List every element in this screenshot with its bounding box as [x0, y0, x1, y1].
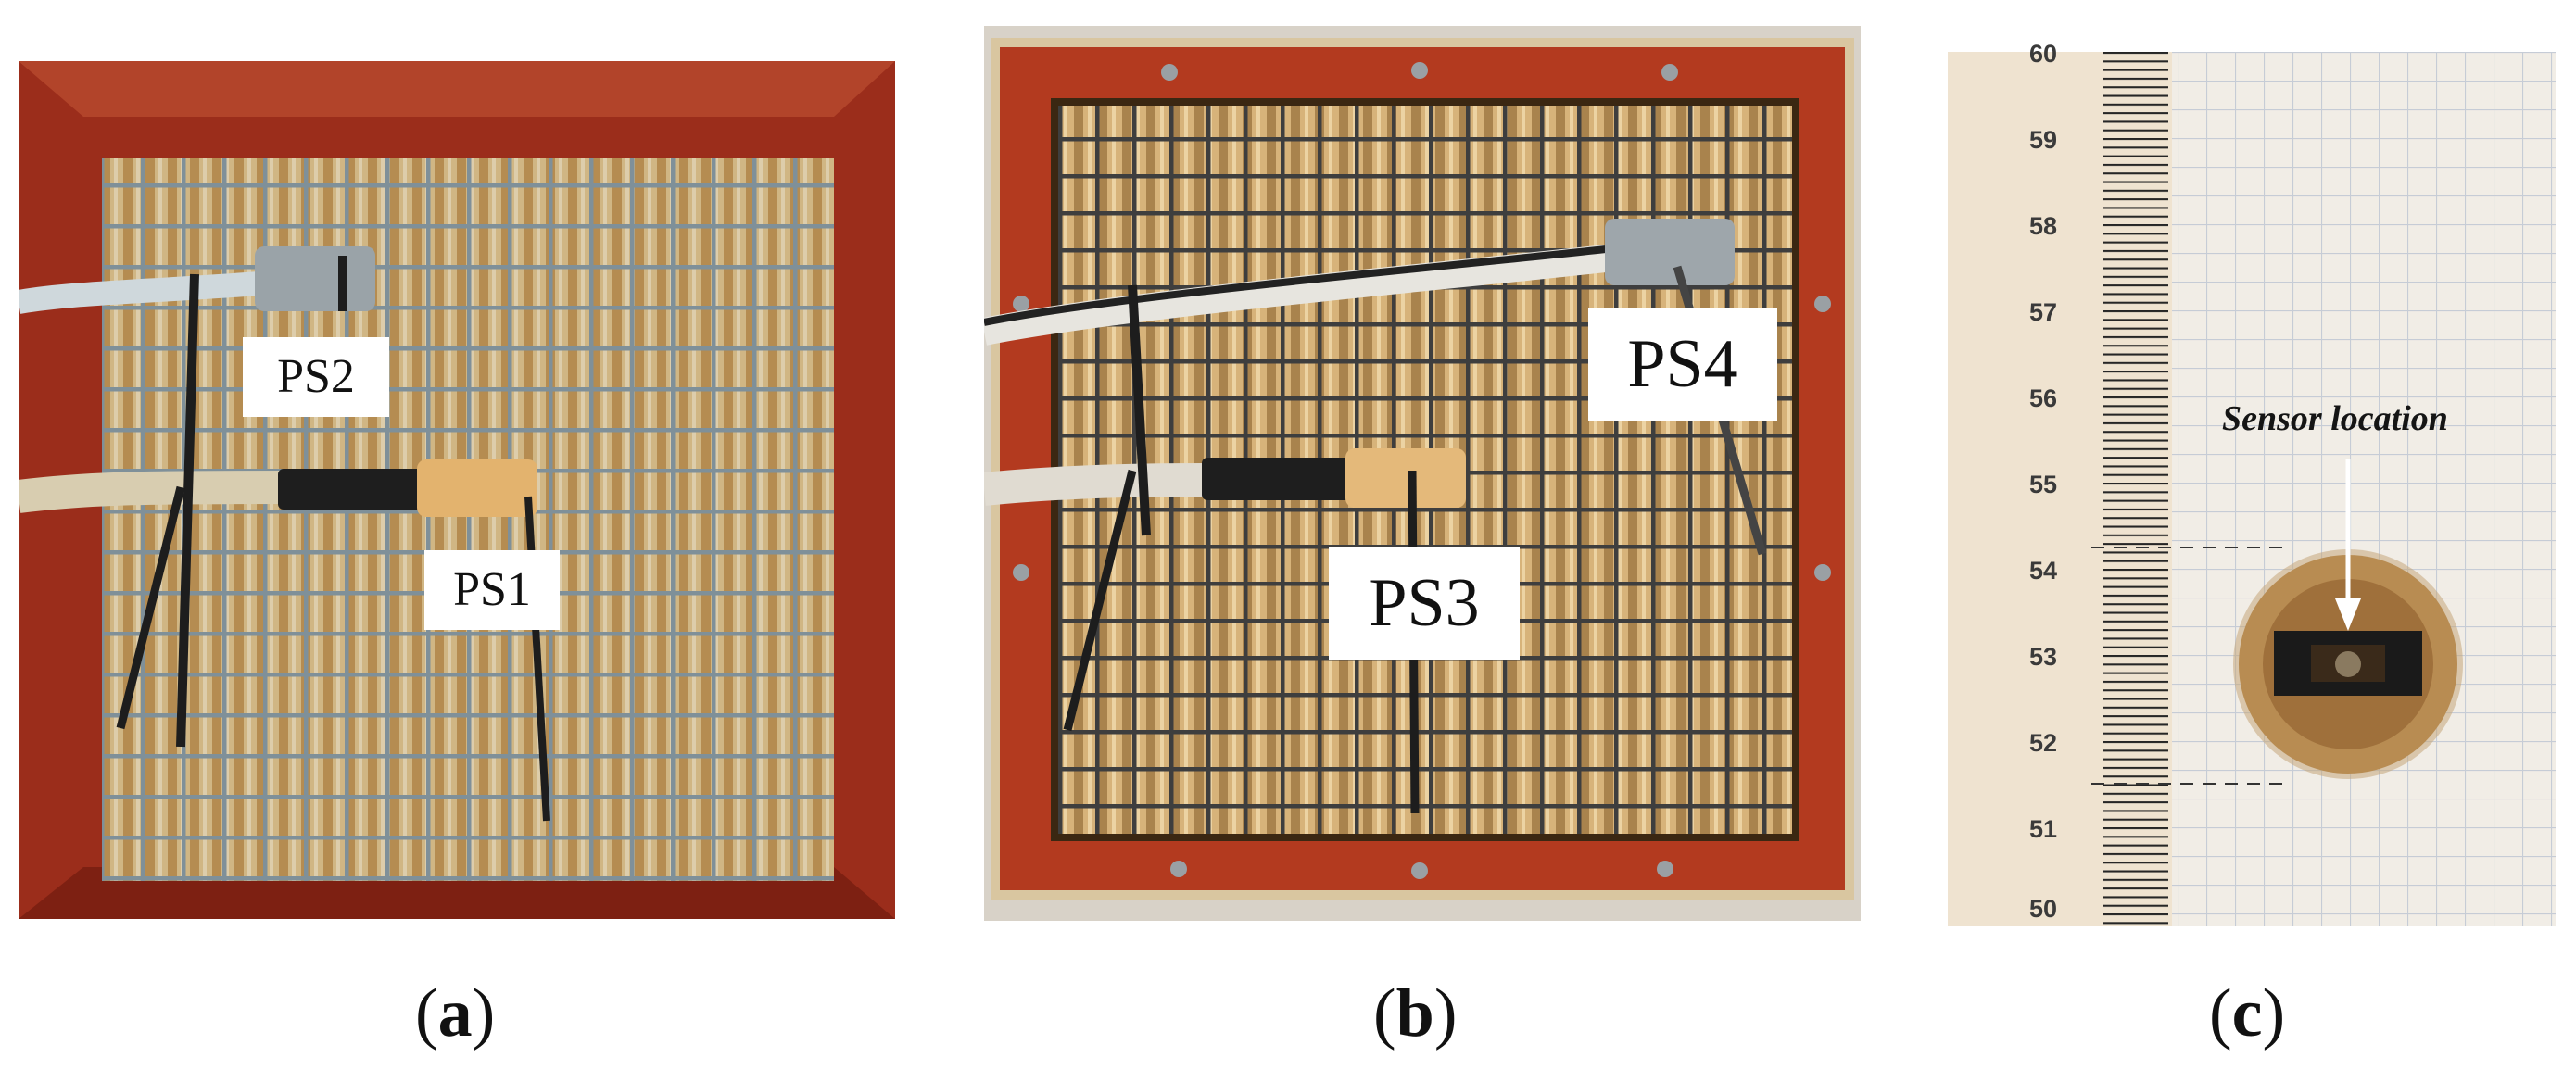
caption-b-close: )	[1433, 975, 1458, 1051]
sensor-ruler-photo-c	[1948, 52, 2556, 926]
label-ps1: PS1	[424, 550, 560, 630]
label-ps3: PS3	[1329, 547, 1520, 660]
reed-mesh-box-photo-a	[19, 61, 895, 919]
ruler-number-53: 53	[2029, 643, 2058, 671]
caption-a-letter: a	[437, 975, 473, 1051]
caption-b-open: (	[1373, 975, 1396, 1051]
photo-panel-b	[984, 26, 1861, 921]
caption-c: (c)	[2209, 975, 2285, 1053]
label-ps4: PS4	[1588, 308, 1777, 421]
photo-panel-c	[1948, 52, 2556, 926]
ruler-number-54: 54	[2029, 557, 2058, 585]
ruler-number-58: 58	[2029, 212, 2058, 240]
ruler-number-59: 59	[2029, 126, 2058, 154]
ruler-number-50: 50	[2029, 895, 2058, 923]
ruler-number-52: 52	[2029, 729, 2058, 757]
caption-c-letter: c	[2231, 975, 2263, 1051]
ruler-number-56: 56	[2029, 384, 2058, 412]
caption-a-open: (	[415, 975, 438, 1051]
caption-c-open: (	[2209, 975, 2232, 1051]
caption-c-close: )	[2262, 975, 2286, 1051]
sensor-location-label: Sensor location	[2222, 399, 2448, 438]
ruler-number-51: 51	[2029, 815, 2058, 843]
caption-a: (a)	[415, 975, 495, 1053]
reed-mesh-box-photo-b	[984, 26, 1861, 921]
ruler-number-55: 55	[2029, 471, 2058, 498]
caption-b: (b)	[1373, 975, 1457, 1053]
photo-panel-a	[19, 61, 895, 919]
caption-b-letter: b	[1395, 975, 1434, 1051]
ruler-number-60: 60	[2029, 40, 2058, 68]
label-ps2: PS2	[243, 337, 389, 417]
caption-a-close: )	[472, 975, 496, 1051]
ruler-number-57: 57	[2029, 298, 2058, 326]
